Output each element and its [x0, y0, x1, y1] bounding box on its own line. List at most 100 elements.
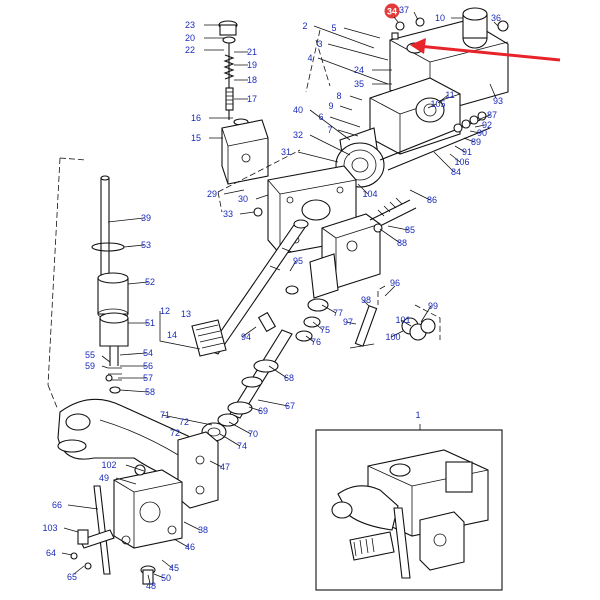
callout-label: 75 [320, 325, 330, 335]
callout-label: 40 [293, 105, 303, 115]
callout-label: 12 [160, 306, 170, 316]
callout-label: 76 [311, 337, 321, 347]
callout-label: 104 [362, 189, 377, 199]
callout-label: 72 [179, 417, 189, 427]
callout-label: 94 [241, 332, 251, 342]
callout-label: 16 [191, 113, 201, 123]
callout-label: 3 [317, 39, 322, 49]
callout-label: 46 [185, 542, 195, 552]
callout-label: 35 [354, 79, 364, 89]
highlighted-callout: 34 [384, 3, 405, 31]
callout-label: 93 [493, 96, 503, 106]
callout-label: 4 [307, 53, 312, 63]
callout-label: 106 [454, 157, 469, 167]
callout-label: 20 [185, 33, 195, 43]
callout-label: 18 [247, 75, 257, 85]
callout-label: 47 [220, 462, 230, 472]
callout-label: 48 [146, 581, 156, 591]
callout-label: 102 [101, 460, 116, 470]
highlighted-callout-label: 34 [387, 7, 397, 17]
callout-label: 70 [248, 429, 258, 439]
inset-assembly [315, 424, 503, 591]
callout-label: 99 [428, 301, 438, 311]
callout-label: 9 [328, 101, 333, 111]
callout-label: 89 [471, 137, 481, 147]
callout-label: 56 [143, 361, 153, 371]
callout-label: 64 [46, 548, 56, 558]
callout-label: 86 [427, 195, 437, 205]
callout-label: 87 [487, 110, 497, 120]
highlight-arrow [410, 38, 561, 62]
callout-label: 29 [207, 189, 217, 199]
callout-label: 69 [258, 406, 268, 416]
callout-label: 50 [161, 573, 171, 583]
callout-label: 13 [181, 309, 191, 319]
callout-label: 45 [169, 563, 179, 573]
callout-label: 71 [160, 410, 170, 420]
main-shaft [191, 219, 329, 357]
callout-label: 21 [247, 47, 257, 57]
callout-label: 49 [99, 473, 109, 483]
callout-label: 90 [477, 128, 487, 138]
callout-label: 51 [145, 318, 155, 328]
callout-label: 98 [361, 295, 371, 305]
callout-label: 8 [336, 91, 341, 101]
callout-label: 14 [167, 330, 177, 340]
leader-lines [61, 11, 499, 584]
callout-label: 57 [143, 373, 153, 383]
callout-label: 54 [143, 348, 153, 358]
callout-label: 97 [343, 317, 353, 327]
callout-label: 24 [354, 65, 364, 75]
callout-label: 58 [145, 387, 155, 397]
callout-label: 84 [451, 167, 461, 177]
callout-label: 101 [395, 315, 410, 325]
callout-label: 37 [399, 5, 409, 15]
callout-label: 7 [327, 125, 332, 135]
callout-label: 17 [247, 94, 257, 104]
control-block [309, 197, 417, 299]
lower-arm [57, 398, 219, 585]
callout-label: 38 [198, 525, 208, 535]
callout-label: 88 [397, 238, 407, 248]
callout-label: 92 [482, 120, 492, 130]
callout-label: 2 [302, 21, 307, 31]
callout-label: 32 [293, 130, 303, 140]
callout-label: 22 [185, 45, 195, 55]
callout-label: 52 [145, 277, 155, 287]
callout-label: 100 [385, 332, 400, 342]
callout-label: 1 [415, 410, 420, 420]
callout-label: 55 [85, 350, 95, 360]
dashed-frames [47, 29, 441, 411]
callout-label: 36 [491, 13, 501, 23]
callout-label: 33 [223, 209, 233, 219]
callout-label: 23 [185, 20, 195, 30]
callout-label: 11 [445, 90, 454, 100]
callout-label: 19 [247, 60, 257, 70]
callout-label: 105 [430, 99, 445, 109]
callout-label: 66 [52, 500, 62, 510]
callout-label: 10 [435, 13, 445, 23]
upper-housing [335, 7, 509, 188]
callout-label: 91 [462, 147, 472, 157]
callout-label: 53 [141, 240, 151, 250]
callout-label: 65 [67, 572, 77, 582]
callout-label: 6 [318, 112, 323, 122]
callout-label: 15 [191, 133, 201, 143]
callout-label: 5 [331, 23, 336, 33]
callout-label: 72 [170, 428, 180, 438]
callout-label: 103 [42, 523, 57, 533]
long-rod [91, 175, 129, 394]
small-parts [349, 305, 436, 349]
callout-label: 30 [238, 194, 248, 204]
callout-label: 74 [237, 441, 247, 451]
callout-label: 59 [85, 361, 95, 371]
callout-label: 85 [405, 225, 415, 235]
callout-label: 96 [390, 278, 400, 288]
callout-label: 77 [333, 308, 343, 318]
callout-label: 67 [285, 401, 295, 411]
lever [70, 485, 115, 575]
valve-stem-assembly [218, 20, 269, 185]
